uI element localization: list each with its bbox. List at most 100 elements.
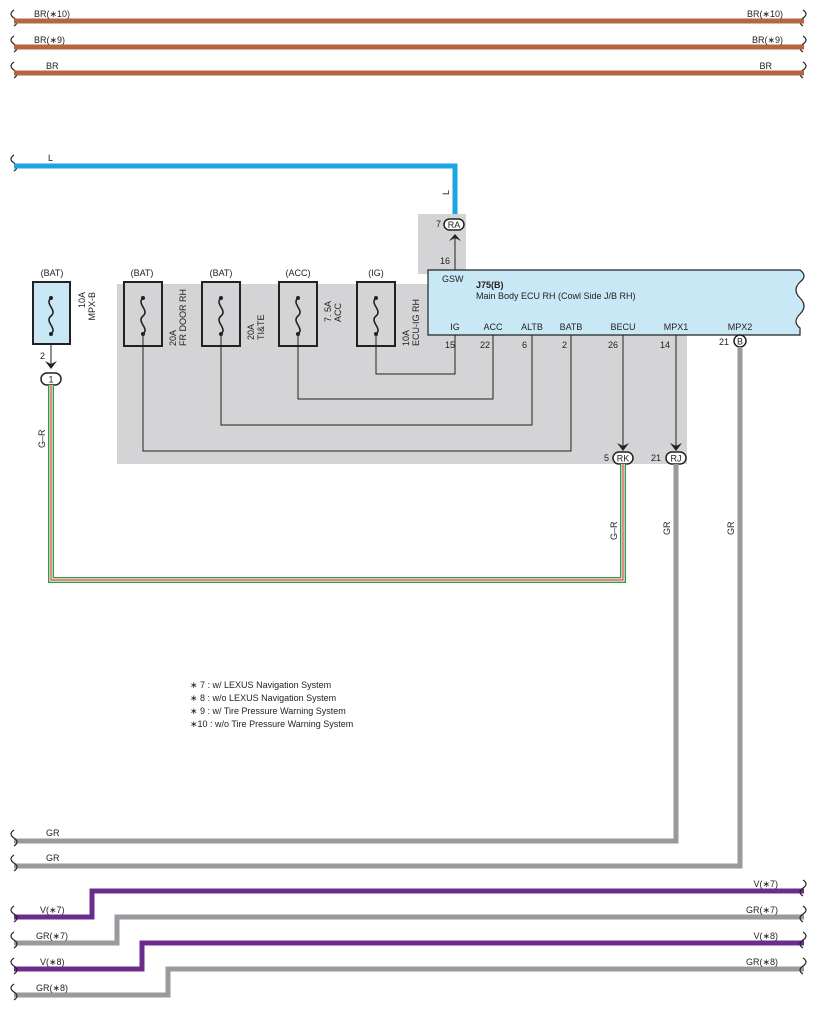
ecu-num-mpx1: 14 xyxy=(660,340,670,350)
ecu-num-altb: 6 xyxy=(522,340,527,350)
right-brace xyxy=(799,61,807,79)
wire-l-label-vertical: L xyxy=(441,190,451,195)
fuse-mpx-b: (BAT) 10A MPX-B xyxy=(32,268,97,345)
wire-acc xyxy=(297,334,494,400)
connector-1-pin: 2 xyxy=(40,351,45,361)
fuse-terminal xyxy=(49,296,53,300)
ecu-pin-acc: ACC xyxy=(483,322,503,332)
wire-v7 xyxy=(14,888,804,920)
rj-connector: 21 RJ xyxy=(651,443,687,465)
mpx2-connector-label: B xyxy=(737,337,743,347)
wire-gr7-label-left: GR(∗7) xyxy=(36,931,68,941)
fuse-fr-door-rh: (BAT) 20A FR DOOR RH xyxy=(123,268,188,347)
rj-name: RJ xyxy=(671,454,682,464)
fuse-name: ACC xyxy=(333,302,343,322)
fuse-name: ECU-IG RH xyxy=(411,299,421,346)
wire-br10-label-left: BR(∗10) xyxy=(34,9,70,19)
rk-pin: 5 xyxy=(604,453,609,463)
connector-1: 2 1 xyxy=(40,351,62,386)
ra-connector: 7 RA 16 xyxy=(436,218,465,270)
ra-pin-top: 7 xyxy=(436,219,441,229)
left-brace xyxy=(10,35,18,53)
ecu-body xyxy=(427,269,805,336)
fuse-name: MPX-B xyxy=(87,292,97,321)
left-brace xyxy=(10,905,18,923)
ra-connector-body xyxy=(443,218,465,231)
fuse-terminal xyxy=(141,296,145,300)
ecu-pin-altb: ALTB xyxy=(521,322,543,332)
fuse-icon xyxy=(373,297,379,335)
right-brace xyxy=(799,931,807,949)
ecu-id: J75(B) xyxy=(476,280,504,290)
wire-br10-label-right: BR(∗10) xyxy=(747,9,783,19)
note-4: ∗10 : w/o Tire Pressure Warning System xyxy=(190,719,353,729)
left-brace xyxy=(10,61,18,79)
fuse-rating: 10A xyxy=(77,292,87,308)
wire-g-r: G–R G–R xyxy=(37,385,626,583)
wire-gr-mpx1 xyxy=(14,464,679,844)
top-br-wires: BR(∗10) BR(∗10) BR(∗9) BR(∗9) BR BR xyxy=(10,9,807,79)
ecu-pin-becu: BECU xyxy=(610,322,635,332)
arrow-up-icon xyxy=(449,234,461,241)
rk-name: RK xyxy=(617,454,630,464)
ecu-num-ig: 15 xyxy=(445,340,455,350)
left-brace xyxy=(10,829,18,847)
wire-gr-rj-label: GR xyxy=(662,521,672,535)
footnotes: ∗ 7 : w/ LEXUS Navigation System ∗ 8 : w… xyxy=(190,680,353,729)
l-wire-group: L L xyxy=(10,153,458,224)
right-brace xyxy=(799,35,807,53)
ecu-num-acc: 22 xyxy=(480,340,490,350)
note-1: ∗ 7 : w/ LEXUS Navigation System xyxy=(190,680,331,690)
fuse-icon xyxy=(140,297,146,335)
fuse-rating: 7. 5A xyxy=(323,301,333,322)
wire-g-r-label-left: G–R xyxy=(37,429,47,448)
wire-br9-label-left: BR(∗9) xyxy=(34,35,65,45)
ecu-j75b: GSW J75(B) Main Body ECU RH (Cowl Side J… xyxy=(427,269,805,350)
ecu-pin-mpx2: MPX2 xyxy=(728,322,753,332)
fuse-icon xyxy=(48,297,54,335)
wire-v8 xyxy=(14,940,804,972)
fuse-source: (BAT) xyxy=(210,268,233,278)
rk-connector: 5 RK xyxy=(604,443,634,465)
wire-altb xyxy=(220,334,533,426)
note-3: ∗ 9 : w/ Tire Pressure Warning System xyxy=(190,706,346,716)
ra-pin-bottom: 16 xyxy=(440,256,450,266)
fuse-terminal xyxy=(49,332,53,336)
ecu-num-batb: 2 xyxy=(562,340,567,350)
fuse-source: (BAT) xyxy=(41,268,64,278)
arrow-down-icon xyxy=(45,361,57,369)
wire-ig xyxy=(375,334,456,375)
right-brace xyxy=(799,957,807,975)
wire-gr7 xyxy=(14,914,804,946)
wire-gr-mpx2-label: GR xyxy=(726,521,736,535)
fuse-terminal xyxy=(219,296,223,300)
rj-pin: 21 xyxy=(651,453,661,463)
left-brace xyxy=(10,154,18,172)
fuse-terminal xyxy=(296,296,300,300)
fuse-name: TI&TE xyxy=(256,314,266,340)
ecu-num-becu: 26 xyxy=(608,340,618,350)
wire-l-label: L xyxy=(48,153,53,163)
right-brace xyxy=(799,9,807,27)
option-wires: V(∗7) GR(∗7) V(∗8) GR(∗8) V(∗7) GR(∗7) V… xyxy=(10,879,807,1001)
wire-l xyxy=(14,163,458,224)
fuse-source: (BAT) xyxy=(131,268,154,278)
wire-gr-bottom-label-1: GR xyxy=(46,828,60,838)
wire-gr8-label-right: GR(∗8) xyxy=(746,957,778,967)
wire-br-label-right: BR xyxy=(759,61,772,71)
wire-gr8 xyxy=(14,966,804,998)
wire-g-r-stripe xyxy=(50,385,624,581)
fuse-rating: 20A xyxy=(168,330,178,346)
fuse-terminal xyxy=(374,296,378,300)
fuse-source: (ACC) xyxy=(286,268,311,278)
wire-g-r-label-right: G–R xyxy=(609,521,619,540)
connector-1-label: 1 xyxy=(48,375,53,385)
left-brace xyxy=(10,9,18,27)
wire-gr-mpx2 xyxy=(14,347,743,869)
fuse-icon xyxy=(295,297,301,335)
left-brace xyxy=(10,983,18,1001)
fuse-source: (IG) xyxy=(368,268,384,278)
wire-batb xyxy=(142,334,572,452)
left-brace xyxy=(10,931,18,949)
